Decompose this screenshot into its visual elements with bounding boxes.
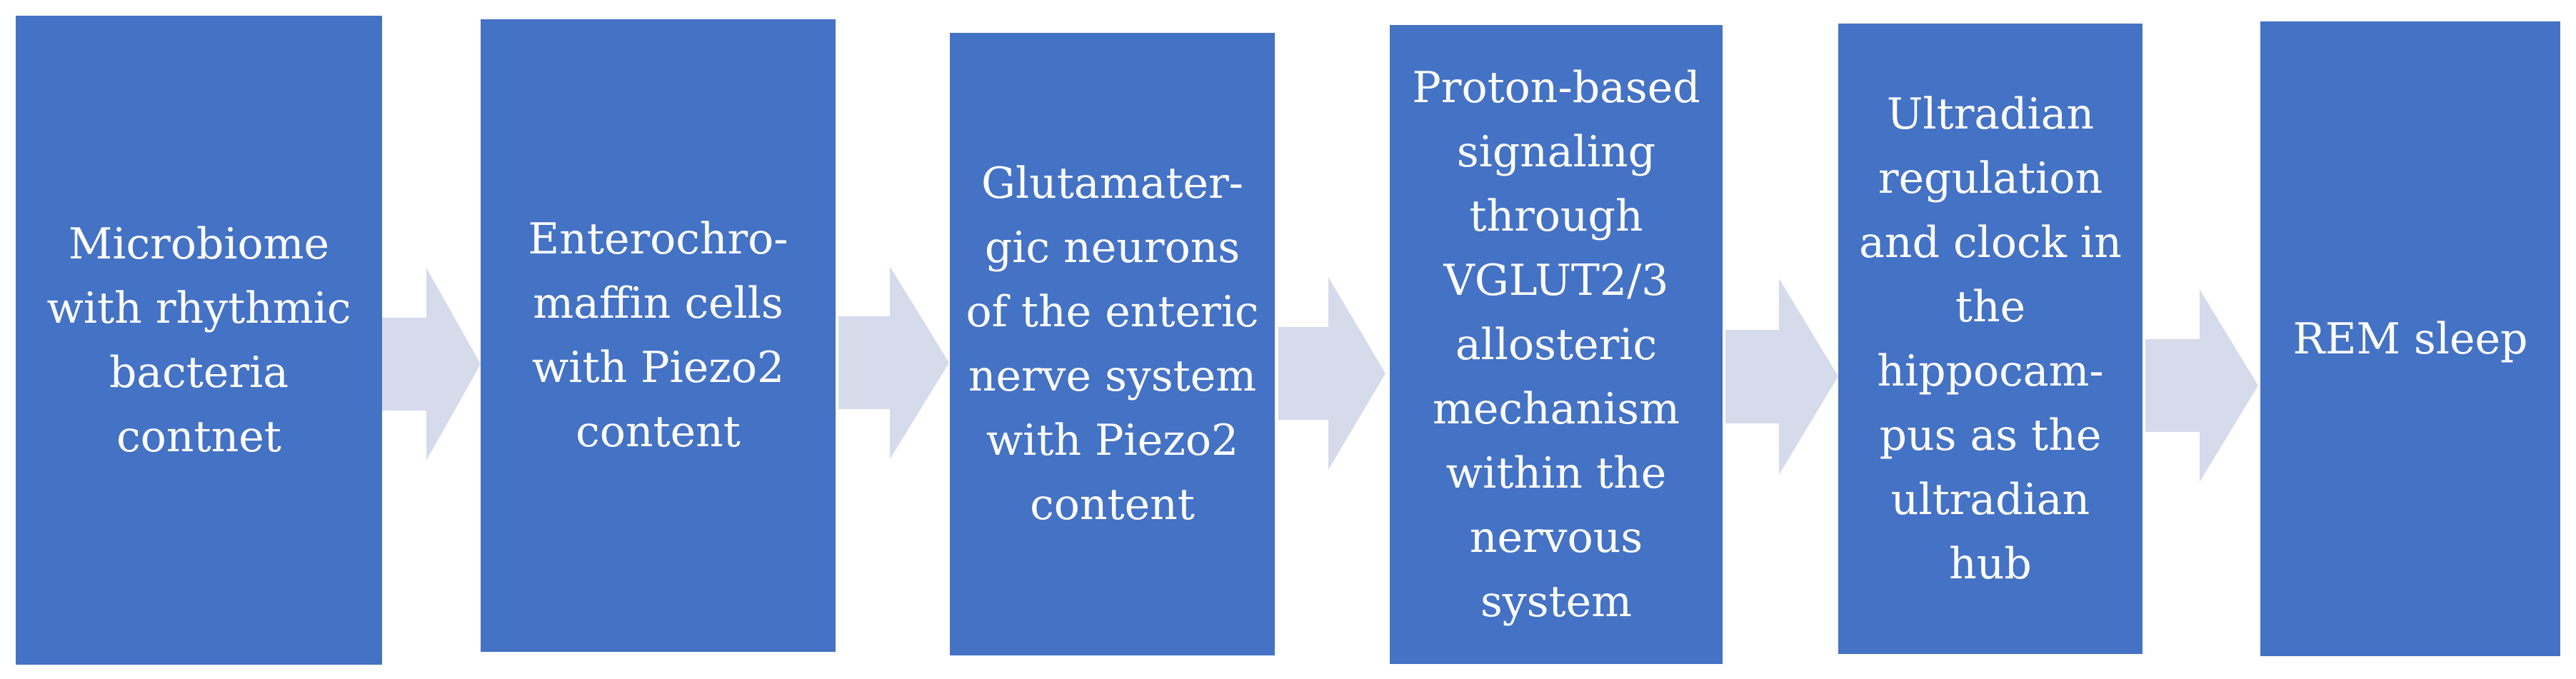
flow-arrow-5	[2145, 289, 2258, 482]
flow-arrow-2	[838, 266, 949, 459]
step-label: Proton-based signaling through VGLUT2/3 …	[1412, 62, 1700, 627]
flow-arrow-4	[1725, 278, 1838, 475]
step-label: Microbiome with rhythmic bacteria contne…	[46, 218, 351, 462]
flow-arrow-1	[382, 268, 481, 461]
step-label: Glutamater- gic neurons of the enteric n…	[966, 159, 1259, 530]
step-box-4: Proton-based signaling through VGLUT2/3 …	[1390, 25, 1723, 664]
flow-arrow-3	[1278, 277, 1385, 470]
step-box-2: Enterochro- maffin cells with Piezo2 con…	[481, 19, 836, 652]
step-label: Ultradian regulation and clock in the hi…	[1859, 89, 2122, 589]
step-label: Enterochro- maffin cells with Piezo2 con…	[528, 214, 788, 457]
step-box-5: Ultradian regulation and clock in the hi…	[1838, 24, 2143, 654]
step-box-6: REM sleep	[2260, 21, 2560, 656]
step-box-1: Microbiome with rhythmic bacteria contne…	[16, 16, 382, 665]
step-label: REM sleep	[2292, 313, 2528, 364]
step-box-3: Glutamater- gic neurons of the enteric n…	[950, 33, 1275, 655]
